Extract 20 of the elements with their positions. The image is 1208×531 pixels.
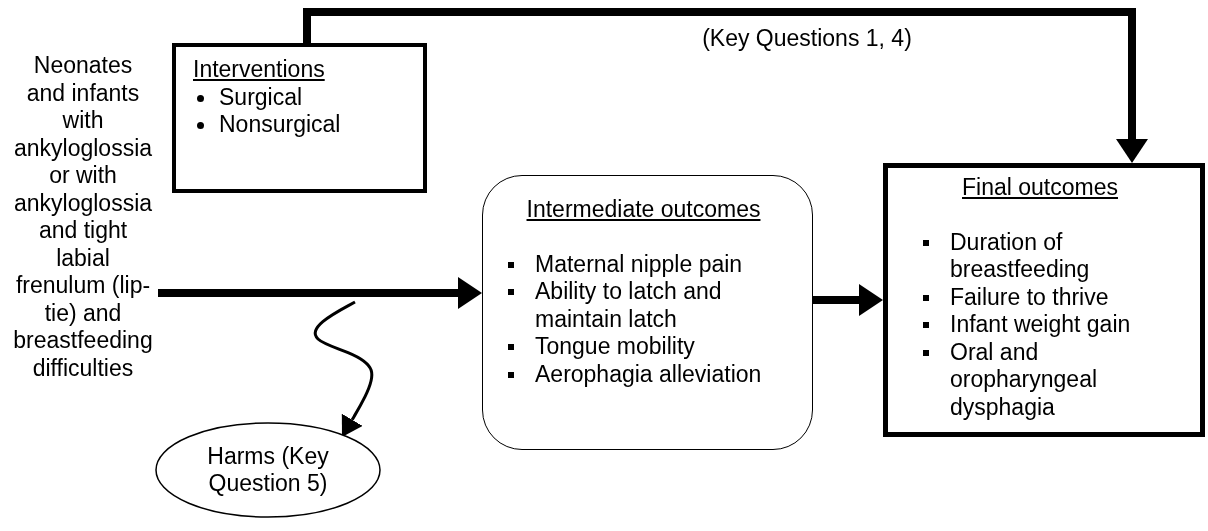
list-item: Tongue mobility [535, 333, 695, 359]
node-text: Harms (Key Question 5) [206, 442, 330, 498]
box-heading: Final outcomes [961, 174, 1119, 202]
population-text: Neonates and infants with ankyloglossia or with ankyloglossia and tight labial frenulum (lip-tie) and breastfeeding difficulties [12, 52, 154, 382]
outcome-box [883, 163, 1205, 437]
box-heading: Intermediate outcomes [525, 196, 762, 224]
box-heading: Interventions [193, 56, 326, 84]
list-item: Ability to latch and maintain latch [535, 278, 722, 332]
outcome-box [172, 43, 427, 193]
arrow [313, 300, 374, 437]
list-item: Infant weight gain [950, 311, 1131, 337]
arrow [303, 8, 1148, 163]
list-item: Duration of breastfeeding [950, 228, 1090, 282]
list-item: Oral and oropharyngeal dysphagia [950, 338, 1098, 420]
list-item: Maternal nipple pain [535, 250, 743, 277]
list-item: Failure to thrive [950, 283, 1109, 310]
list-item: Nonsurgical [219, 111, 341, 137]
list-item: Surgical [219, 83, 303, 110]
list-item: Aerophagia alleviation [535, 360, 762, 387]
outcome-box [482, 175, 813, 450]
